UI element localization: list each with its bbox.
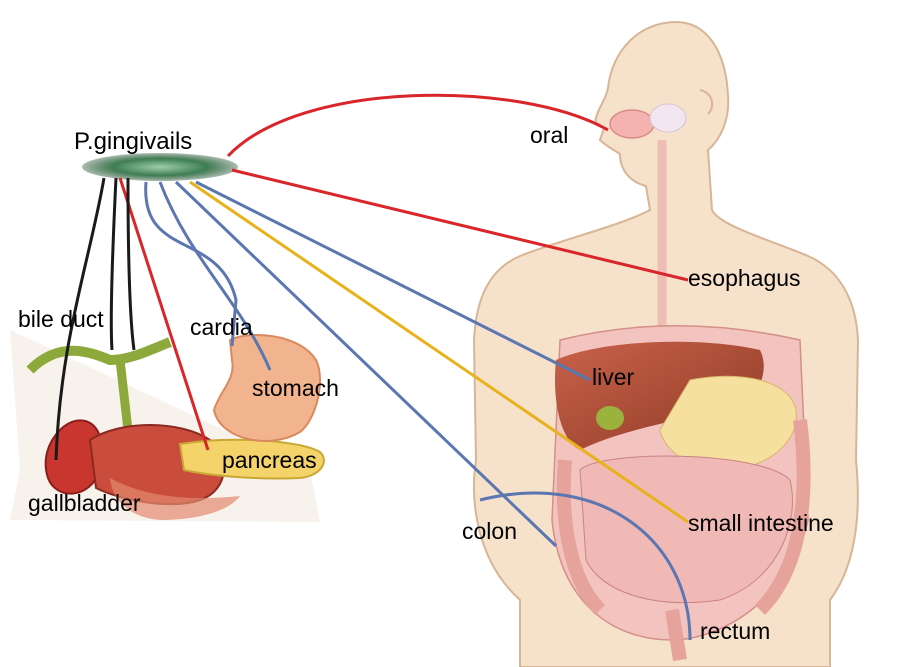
human-body <box>474 22 858 667</box>
label-bile-duct: bile duct <box>18 308 104 331</box>
label-oral: oral <box>530 124 568 147</box>
label-gallbladder: gallbladder <box>28 492 141 515</box>
source-label: P.gingivails <box>74 130 192 154</box>
mouth-icon <box>610 110 654 138</box>
label-stomach: stomach <box>252 377 339 400</box>
salivary-gland-icon <box>650 104 686 132</box>
rectum-organ <box>672 610 680 660</box>
bacterium-icon <box>82 153 238 181</box>
label-pancreas: pancreas <box>222 449 317 472</box>
gallbladder-organ <box>596 406 624 430</box>
label-small-intestine: small intestine <box>688 512 834 535</box>
label-liver: liver <box>592 366 634 389</box>
label-rectum: rectum <box>700 620 770 643</box>
label-cardia: cardia <box>190 316 253 339</box>
link-bile-duct-2 <box>128 178 134 350</box>
link-bile-duct-1 <box>111 178 116 350</box>
label-esophagus: esophagus <box>688 267 801 290</box>
label-colon: colon <box>462 520 517 543</box>
